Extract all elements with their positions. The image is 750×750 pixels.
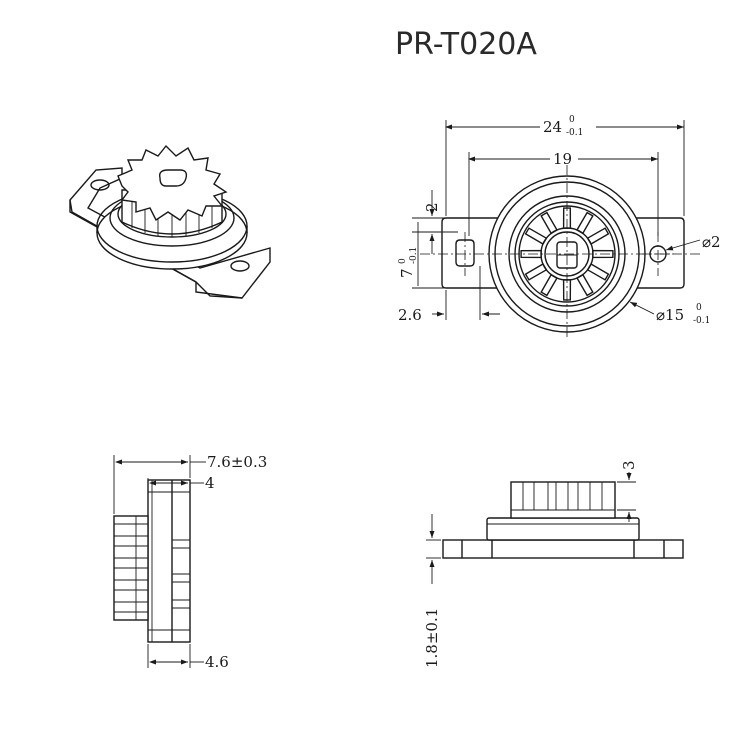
dim-width-total-tol-lower: -0.1 [566,128,583,138]
side-view: 7.6±0.3 4 4.6 [113,453,267,671]
dim-flange-height-tol-lower: -0.1 [409,247,419,264]
part-number-title: PR-T020A [395,27,537,62]
front-view: 3 1.8±0.1 [423,460,684,668]
dim-flange-offset: 2 [423,202,441,212]
dim-flange-height-tol-upper: 0 [398,258,408,264]
top-view: 24 0 -0.1 19 2 7 0 -0.1 ⌀2 2.6 ⌀15 0 [398,115,721,340]
dim-flange-height: 7 [398,268,416,278]
dim-gear-side: 4.6 [205,653,229,671]
dim-body-diameter: ⌀15 [656,306,684,324]
dim-gear-height: 3 [620,460,638,470]
dim-width-total-tol-upper: 0 [569,115,575,125]
dim-hole-spacing: 19 [553,150,572,168]
dim-slot-offset: 2.6 [398,306,422,324]
dim-total-height: 7.6±0.3 [207,453,267,471]
dim-body-diameter-tol-upper: 0 [696,303,702,313]
isometric-view [69,144,271,299]
dim-width-total: 24 [543,118,562,136]
dim-hole-diameter: ⌀2 [702,233,721,251]
dim-flange-thickness: 1.8±0.1 [423,608,441,668]
dim-body-diameter-tol-lower: -0.1 [693,316,710,326]
dim-body-height: 4 [205,474,215,492]
